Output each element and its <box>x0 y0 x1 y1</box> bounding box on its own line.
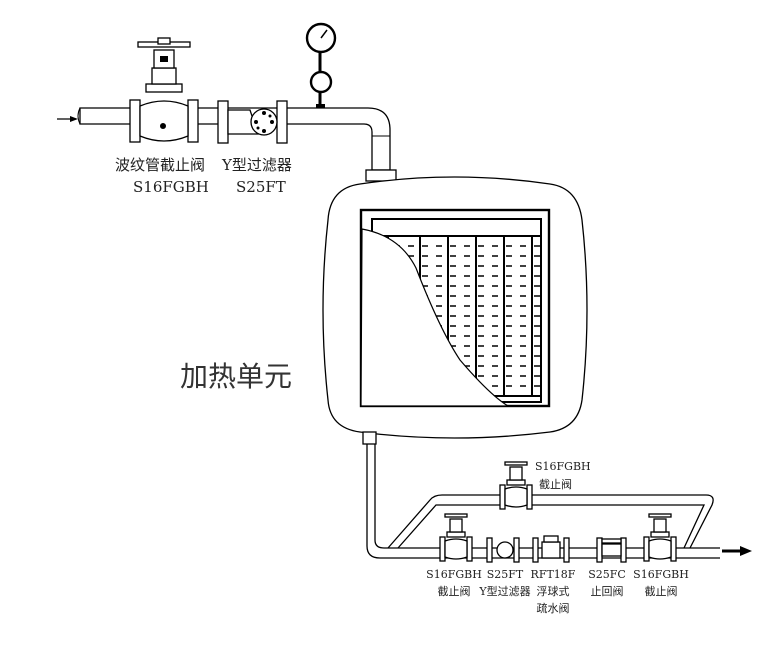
bypass-globe-valve <box>499 461 533 510</box>
bottom-valve-4-model: S25FC <box>588 568 626 581</box>
bottom-valve-4-name: 止回阀 <box>591 584 624 598</box>
bottom-y-strainer <box>486 537 520 563</box>
bypass-valve-name: 截止阀 <box>539 477 572 491</box>
bottom-valve-2-model: S25FT <box>487 568 524 581</box>
top-strainer-name: Y型过滤器 <box>221 156 292 174</box>
bottom-globe-valve-1 <box>439 513 473 562</box>
heating-unit <box>322 176 588 445</box>
check-valve <box>596 537 627 563</box>
float-steam-trap <box>532 535 570 563</box>
bottom-valve-5-model: S16FGBH <box>633 568 689 581</box>
top-valve-name: 波纹管截止阀 <box>115 156 205 174</box>
bottom-valve-1-name: 截止阀 <box>438 584 471 598</box>
bottom-valve-3-name2: 疏水阀 <box>537 601 570 615</box>
top-y-strainer <box>217 100 288 144</box>
pressure-gauge-icon <box>305 22 337 108</box>
bottom-valve-5-name: 截止阀 <box>645 584 678 598</box>
top-strainer-model: S25FT <box>236 178 286 196</box>
top-globe-valve <box>129 37 199 143</box>
bottom-valve-1-model: S16FGBH <box>426 568 482 581</box>
bypass-valve-model: S16FGBH <box>535 460 591 473</box>
bottom-valve-2-name: Y型过滤器 <box>478 584 530 598</box>
bottom-globe-valve-2 <box>643 513 677 562</box>
bottom-valve-3-model: RFT18F <box>531 568 576 581</box>
outlet-pipe <box>366 444 720 559</box>
bottom-valve-3-name: 浮球式 <box>537 584 570 598</box>
heating-unit-title: 加热单元 <box>180 360 292 393</box>
inlet-arrow-icon <box>57 116 78 122</box>
outlet-arrow-icon <box>722 546 752 556</box>
top-valve-model: S16FGBH <box>133 178 209 196</box>
